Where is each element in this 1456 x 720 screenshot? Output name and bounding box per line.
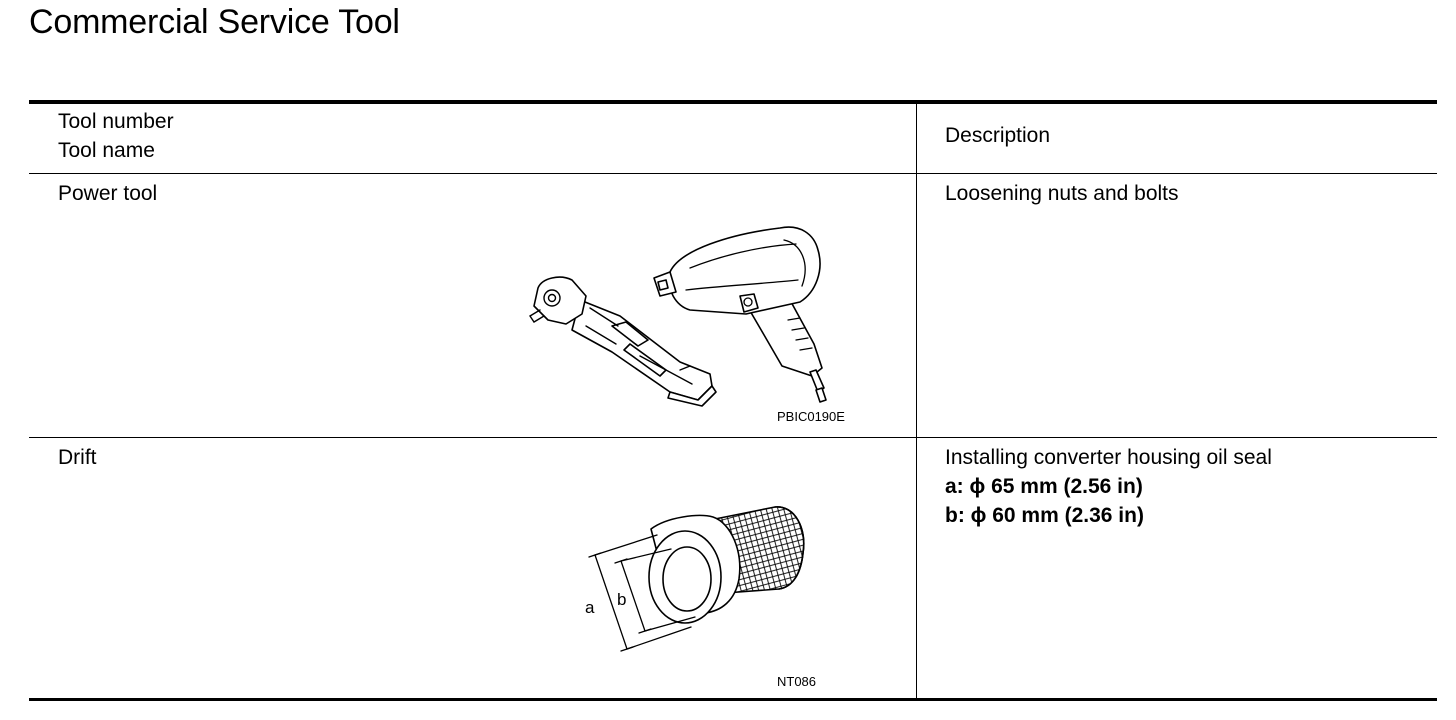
header-tool-number: Tool number — [58, 110, 174, 133]
row-description-line: Installing converter housing oil seal — [945, 446, 1272, 469]
row-description-line: Loosening nuts and bolts — [945, 182, 1179, 205]
ratchet-wrench-icon — [529, 276, 717, 407]
table-bottom-rule — [29, 698, 1437, 701]
table-top-rule — [29, 100, 1437, 104]
drift-tool-icon: a b — [585, 506, 805, 652]
figure-code: PBIC0190E — [777, 409, 845, 424]
header-divider — [29, 173, 1437, 174]
figure-code: NT086 — [777, 674, 817, 689]
header-tool-name: Tool name — [58, 139, 155, 162]
page-title: Commercial Service Tool — [29, 3, 400, 41]
row-tool-name: Drift — [58, 446, 97, 469]
dimension-a-spec: a: ϕ 65 mm (2.56 in) — [945, 475, 1143, 498]
header-description: Description — [945, 124, 1051, 147]
row-divider — [29, 437, 1437, 438]
row-tool-name: Power tool — [58, 182, 158, 205]
dimension-label-a: a — [585, 598, 595, 617]
column-divider — [916, 104, 917, 698]
dimension-label-b: b — [617, 590, 626, 609]
impact-wrench-icon — [653, 226, 827, 403]
dimension-b-spec: b: ϕ 60 mm (2.36 in) — [945, 504, 1144, 527]
